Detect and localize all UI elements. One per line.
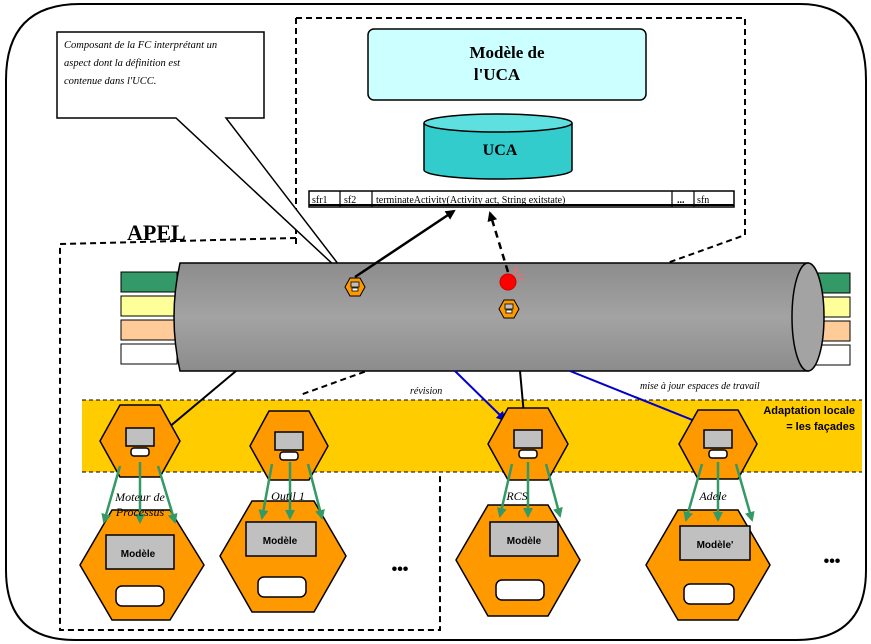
tool-outil1-hexagon bbox=[219, 500, 347, 613]
tool-moteur-model: Modèle bbox=[121, 549, 156, 560]
apel-title: APEL bbox=[127, 220, 186, 245]
revision-arrow bbox=[454, 370, 507, 422]
tool-rcs-hexagon bbox=[455, 504, 581, 617]
adaptation-line1: Adaptation locale bbox=[763, 405, 855, 417]
event-to-interface-arrow bbox=[487, 211, 510, 273]
interface-cell-3: terminateActivity(Activity act, String e… bbox=[376, 195, 565, 206]
ellipsis-left: ••• bbox=[392, 561, 409, 578]
bus-facade-event-icon bbox=[498, 299, 520, 319]
callout-box bbox=[56, 31, 353, 283]
workspace-update-label: mise à jour espaces de travail bbox=[640, 381, 760, 392]
bus-link-moteur bbox=[167, 370, 237, 429]
interface-bar bbox=[308, 190, 735, 208]
uca-model-box bbox=[367, 28, 647, 101]
event-bomb-icon bbox=[499, 265, 525, 291]
facade-moteur bbox=[99, 404, 181, 478]
tool-rcs-model: Modèle bbox=[507, 536, 542, 547]
tool-moteur-hexagon bbox=[79, 509, 205, 621]
tool-outil1-model: Modèle bbox=[263, 536, 298, 547]
workspace-update-arrow bbox=[569, 370, 707, 427]
uca-model-line1: Modèle de bbox=[469, 43, 545, 62]
communication-bus bbox=[173, 262, 825, 372]
green-arrows bbox=[101, 462, 755, 524]
tool-adele-hexagon bbox=[645, 509, 771, 621]
tool-outil1-name: Outil 1 bbox=[271, 489, 305, 503]
tool-moteur-name-2: Processus bbox=[115, 505, 165, 519]
apel-region-border bbox=[59, 237, 441, 631]
interface-cell-2: sf2 bbox=[344, 195, 356, 206]
bus-facade-component-icon bbox=[344, 277, 366, 297]
interface-cell-1: sfr1 bbox=[312, 195, 328, 206]
tool-rcs-name: RCS bbox=[505, 489, 527, 503]
bus-to-interface-arrow bbox=[354, 209, 456, 279]
interface-cell-4: ... bbox=[677, 195, 685, 206]
tool-adele-model: Modèle' bbox=[697, 540, 734, 551]
tool-adele-name: Adele bbox=[698, 489, 727, 503]
revision-label: révision bbox=[410, 386, 442, 397]
uca-database bbox=[423, 113, 573, 180]
uca-model-line2: l'UCA bbox=[474, 65, 521, 84]
interface-cell-5: sfn bbox=[697, 195, 709, 206]
uca-db-label: UCA bbox=[483, 142, 518, 159]
tool-moteur-name-1: Moteur de bbox=[114, 490, 165, 504]
callout-line3: contenue dans l'UCC. bbox=[64, 76, 156, 87]
ellipsis-right: ••• bbox=[824, 553, 841, 570]
left-stripes bbox=[120, 271, 178, 365]
outer-frame bbox=[5, 3, 867, 641]
adaptation-line2: = les façades bbox=[786, 421, 855, 433]
callout-line1: Composant de la FC interprétant un bbox=[64, 40, 217, 51]
callout-line2: aspect dont la définition est bbox=[64, 58, 181, 69]
